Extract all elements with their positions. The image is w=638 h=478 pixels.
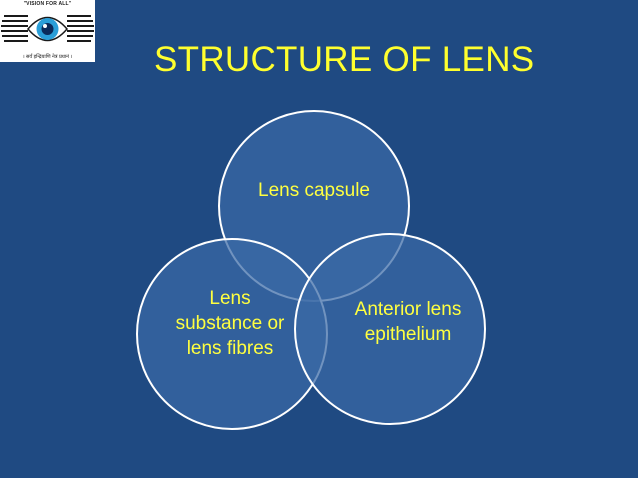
organization-logo: "VISION FOR ALL" । सर्वं इन्द्रियाणि नेत…	[0, 0, 95, 62]
slide-title: STRUCTURE OF LENS	[154, 40, 535, 79]
label-lens-capsule: Lens capsule	[258, 180, 370, 201]
label-lens-substance: Lens substance or lens fibres	[175, 288, 285, 359]
eye-emblem-icon	[1, 15, 94, 42]
logo-motto: । सर्वं इन्द्रियाणि नेत्रं प्रधानं ।	[22, 54, 73, 60]
logo-tagline: "VISION FOR ALL"	[23, 1, 72, 7]
label-anterior-epithelium: Anterior lens epithelium	[354, 299, 462, 345]
venn-circle-anterior-epithelium	[294, 233, 486, 425]
